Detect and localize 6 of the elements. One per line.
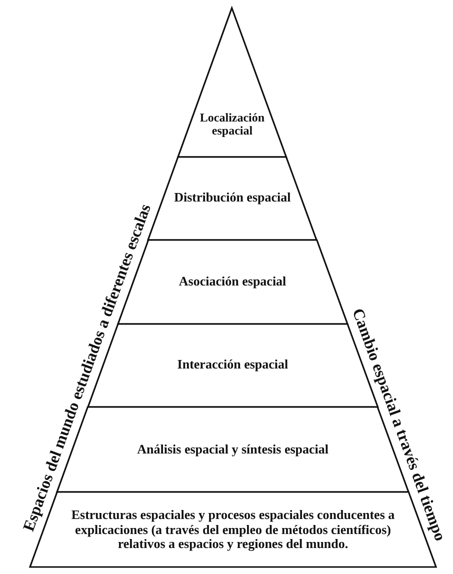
level-label: Interacción espacial <box>176 358 290 372</box>
level-label: Asociación espacial <box>178 274 288 290</box>
level-label: Análisis espacial y síntesis espacial <box>136 442 330 458</box>
level-label: Estructuras espaciales y procesos espaciales conducentes a explicaciones (a través del empleo de métodos científicos) relativos a espacios y regiones del mundo. <box>70 508 396 552</box>
level-label: Localización espacial <box>198 112 266 138</box>
level-label: Distribución espacial <box>173 190 292 206</box>
